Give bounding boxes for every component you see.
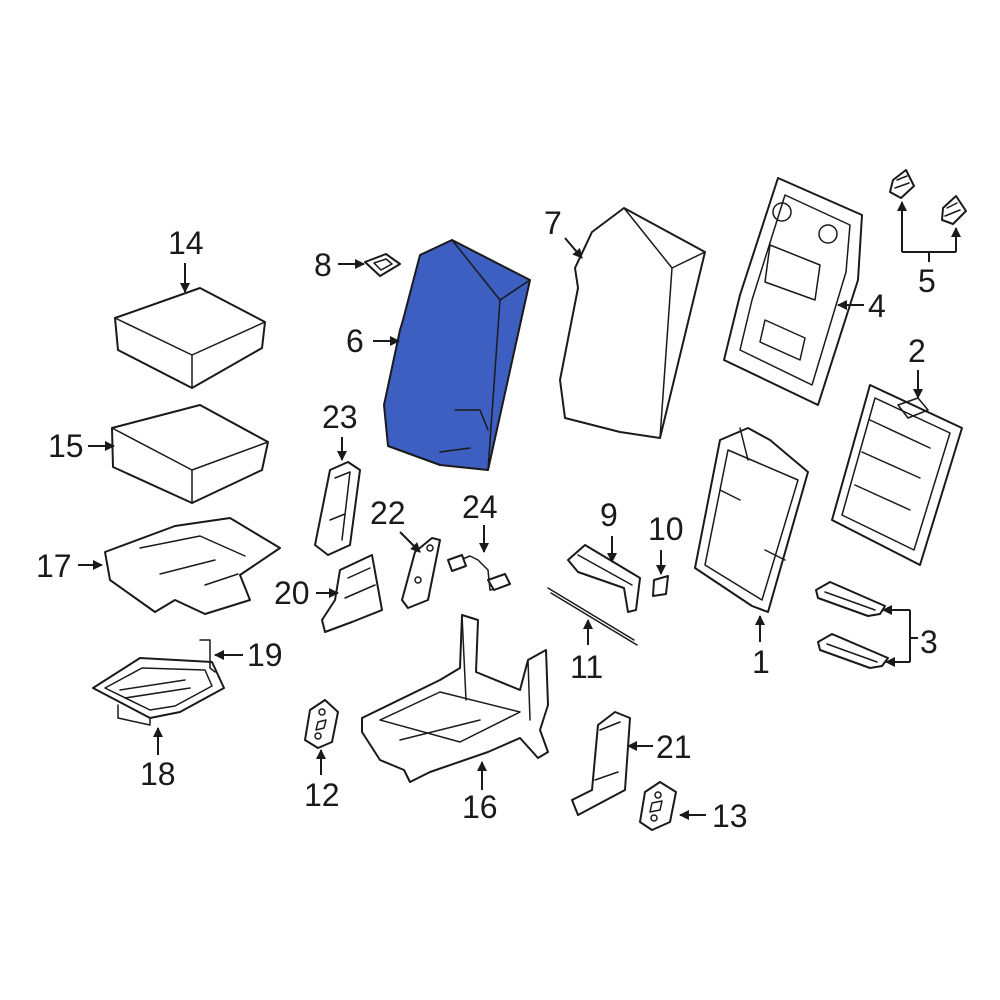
callout-label-14: 14 xyxy=(168,225,204,261)
callout-label-6: 6 xyxy=(346,323,364,359)
part-9-trim-strip[interactable] xyxy=(567,544,641,613)
callout-label-21: 21 xyxy=(656,729,692,765)
part-2-rear-panel[interactable] xyxy=(831,384,963,566)
part-22-bracket[interactable] xyxy=(401,537,441,609)
part-10-clip[interactable] xyxy=(652,575,669,597)
callout-label-4: 4 xyxy=(868,288,886,324)
callout-5: 5 xyxy=(897,201,961,299)
leader-bracket-5 xyxy=(902,251,956,262)
callout-label-2: 2 xyxy=(908,333,926,369)
part-12-mounting-plate[interactable] xyxy=(304,699,339,749)
callout-23: 23 xyxy=(322,399,358,461)
leader-arrow-22 xyxy=(399,531,421,553)
part-14-cushion-cover[interactable] xyxy=(114,287,266,389)
callout-label-11: 11 xyxy=(570,649,603,685)
part-5-headrest-guides[interactable] xyxy=(889,169,967,225)
callout-label-10: 10 xyxy=(648,511,684,547)
callout-6: 6 xyxy=(346,323,400,359)
callout-label-17: 17 xyxy=(36,548,72,584)
callout-16: 16 xyxy=(462,761,498,825)
callout-label-22: 22 xyxy=(370,495,406,531)
part-17-cushion-frame[interactable] xyxy=(104,517,281,615)
part-6-fill xyxy=(383,239,531,471)
part-6-seatback-pad[interactable] xyxy=(383,239,531,471)
callout-10: 10 xyxy=(648,511,684,575)
callout-11: 11 xyxy=(570,619,603,685)
part-21-trim-cover[interactable] xyxy=(571,711,631,816)
part-24-wire-harness[interactable] xyxy=(447,554,511,591)
callout-label-18: 18 xyxy=(140,756,176,792)
callout-12: 12 xyxy=(304,749,340,813)
part-23-side-trim[interactable] xyxy=(314,461,361,556)
callout-19: 19 xyxy=(214,637,283,673)
callout-label-9: 9 xyxy=(600,497,618,533)
callout-label-8: 8 xyxy=(314,247,332,283)
callout-label-24: 24 xyxy=(462,489,498,525)
callout-24: 24 xyxy=(462,489,498,553)
callout-2: 2 xyxy=(908,333,926,399)
callout-15: 15 xyxy=(48,428,115,464)
part-1-seatback-panel[interactable] xyxy=(694,427,809,613)
callout-label-16: 16 xyxy=(462,789,498,825)
part-18-spring-frame[interactable] xyxy=(92,657,225,726)
part-11-rod[interactable] xyxy=(547,587,638,646)
callout-label-5: 5 xyxy=(918,263,936,299)
callout-9: 9 xyxy=(600,497,618,563)
callout-label-20: 20 xyxy=(274,575,310,611)
callout-17: 17 xyxy=(36,548,103,584)
callout-22: 22 xyxy=(370,495,421,553)
callout-14: 14 xyxy=(168,225,204,293)
part-8-clip[interactable] xyxy=(364,253,401,277)
part-20-bracket-cover[interactable] xyxy=(321,554,383,633)
callout-label-23: 23 xyxy=(322,399,358,435)
callout-18: 18 xyxy=(140,727,176,792)
callout-3: 3 xyxy=(882,605,938,667)
part-13-mounting-plate[interactable] xyxy=(639,781,677,831)
part-19-wire[interactable] xyxy=(199,639,216,673)
callout-8: 8 xyxy=(314,247,365,283)
callout-13: 13 xyxy=(679,798,748,834)
callout-label-19: 19 xyxy=(247,637,283,673)
leader-arrow-7 xyxy=(564,237,583,259)
callout-label-1: 1 xyxy=(752,644,770,680)
callout-label-13: 13 xyxy=(712,798,748,834)
callout-4: 4 xyxy=(837,288,886,324)
part-16-seat-frame[interactable] xyxy=(361,614,549,783)
callout-20: 20 xyxy=(274,575,339,611)
callout-label-15: 15 xyxy=(48,428,84,464)
callout-7: 7 xyxy=(544,205,583,259)
part-4-seatback-frame[interactable] xyxy=(723,177,863,406)
part-7-seatback-cover[interactable] xyxy=(559,207,706,439)
part-3-hinge-brackets[interactable] xyxy=(815,581,889,669)
callout-21: 21 xyxy=(627,729,692,765)
callout-label-7: 7 xyxy=(544,205,562,241)
part-15-cushion-pad[interactable] xyxy=(111,404,269,504)
callout-label-12: 12 xyxy=(304,777,340,813)
callout-label-3: 3 xyxy=(920,624,938,660)
leader-bracket-3 xyxy=(909,610,918,662)
callout-1: 1 xyxy=(752,615,770,680)
